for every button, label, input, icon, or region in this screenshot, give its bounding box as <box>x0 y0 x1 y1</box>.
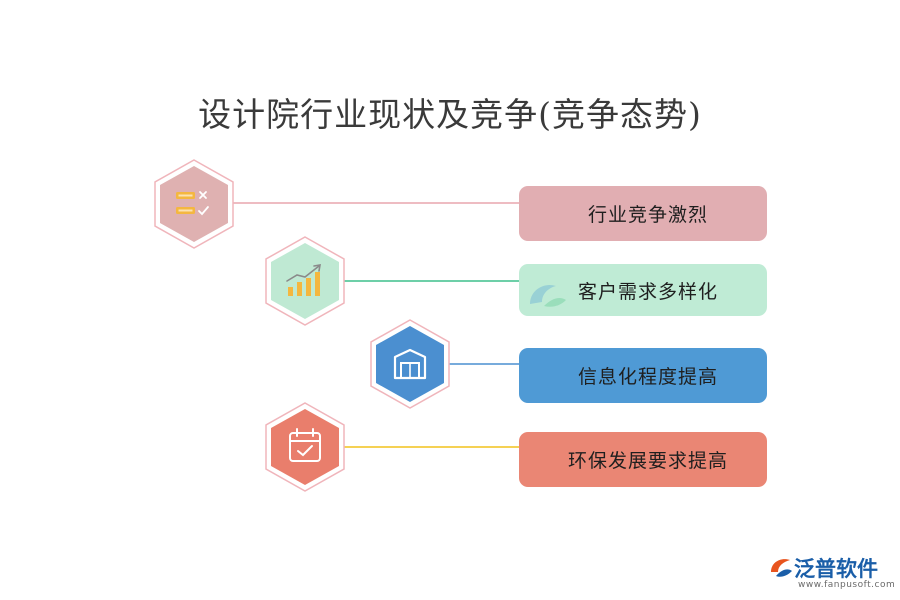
pill-item-4-label: 环保发展要求提高 <box>567 450 728 472</box>
pill-item-3-label: 信息化程度提高 <box>577 366 718 388</box>
hexagon-node-4 <box>265 402 345 492</box>
brand-logo-icon <box>771 559 792 577</box>
hexagon-node-3 <box>370 319 450 409</box>
pill-item-1-label: 行业竞争激烈 <box>587 204 708 226</box>
growth-chart-icon <box>286 264 321 296</box>
page-title: 设计院行业现状及竞争(竞争态势) <box>198 95 702 134</box>
brand-name: 泛普软件 <box>794 557 878 581</box>
checklist-icon <box>176 191 209 216</box>
pill-item-4: 环保发展要求提高 <box>519 432 767 487</box>
pill-item-1: 行业竞争激烈 <box>519 186 767 241</box>
brand-logo: 泛普软件 www.fanpusoft.com <box>768 553 896 595</box>
pill-item-2: 客户需求多样化 <box>519 264 767 316</box>
pill-item-3: 信息化程度提高 <box>519 348 767 403</box>
hexagon-node-1 <box>154 159 234 249</box>
hexagon-node-2 <box>265 236 345 326</box>
pill-item-2-label: 客户需求多样化 <box>577 280 718 303</box>
calendar-check-icon <box>289 428 321 462</box>
warehouse-icon <box>393 348 427 380</box>
brand-url: www.fanpusoft.com <box>798 580 896 590</box>
